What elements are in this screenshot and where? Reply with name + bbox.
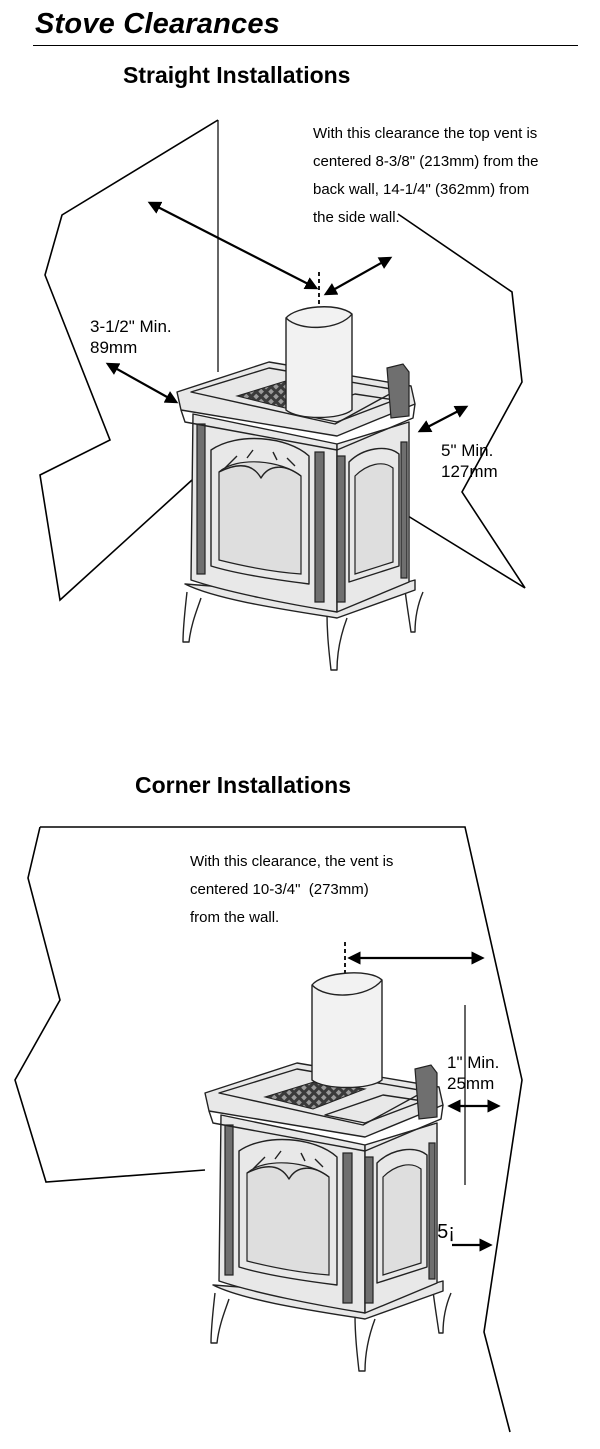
left-clearance-arrow: [105, 362, 179, 404]
flue-pipe-corner: [311, 972, 383, 1089]
straight-installations-heading: Straight Installations: [123, 62, 351, 88]
corner-installation-drawing: [14, 826, 523, 1433]
page-title: Stove Clearances: [35, 8, 280, 40]
right-wall: [397, 213, 526, 589]
title-rule: [33, 45, 578, 46]
right-clearance-label: 5" Min. 127mm: [441, 441, 498, 481]
straight-installation-drawing: [39, 119, 526, 671]
left-clearance-label: 3-1/2" Min. 89mm: [90, 317, 172, 357]
flue-pipe-straight: [285, 306, 353, 419]
right-clearance-arrow: [417, 405, 469, 433]
back-wall-dimension-arrow: [147, 201, 319, 290]
corner-installation-note: With this clearance, the vent is centere…: [190, 853, 394, 926]
corner-top-wall: [40, 826, 523, 1433]
corner-left-wall: [14, 826, 206, 1183]
corner-installations-heading: Corner Installations: [135, 772, 351, 798]
corner-clearance-label: 1" Min. 25mm: [447, 1053, 500, 1093]
back-side-wall: [39, 119, 219, 602]
stove-corner: [204, 1062, 452, 1372]
straight-installation-note: With this clearance the top vent is cent…: [313, 125, 539, 226]
side-wall-dimension-arrow: [323, 256, 393, 296]
